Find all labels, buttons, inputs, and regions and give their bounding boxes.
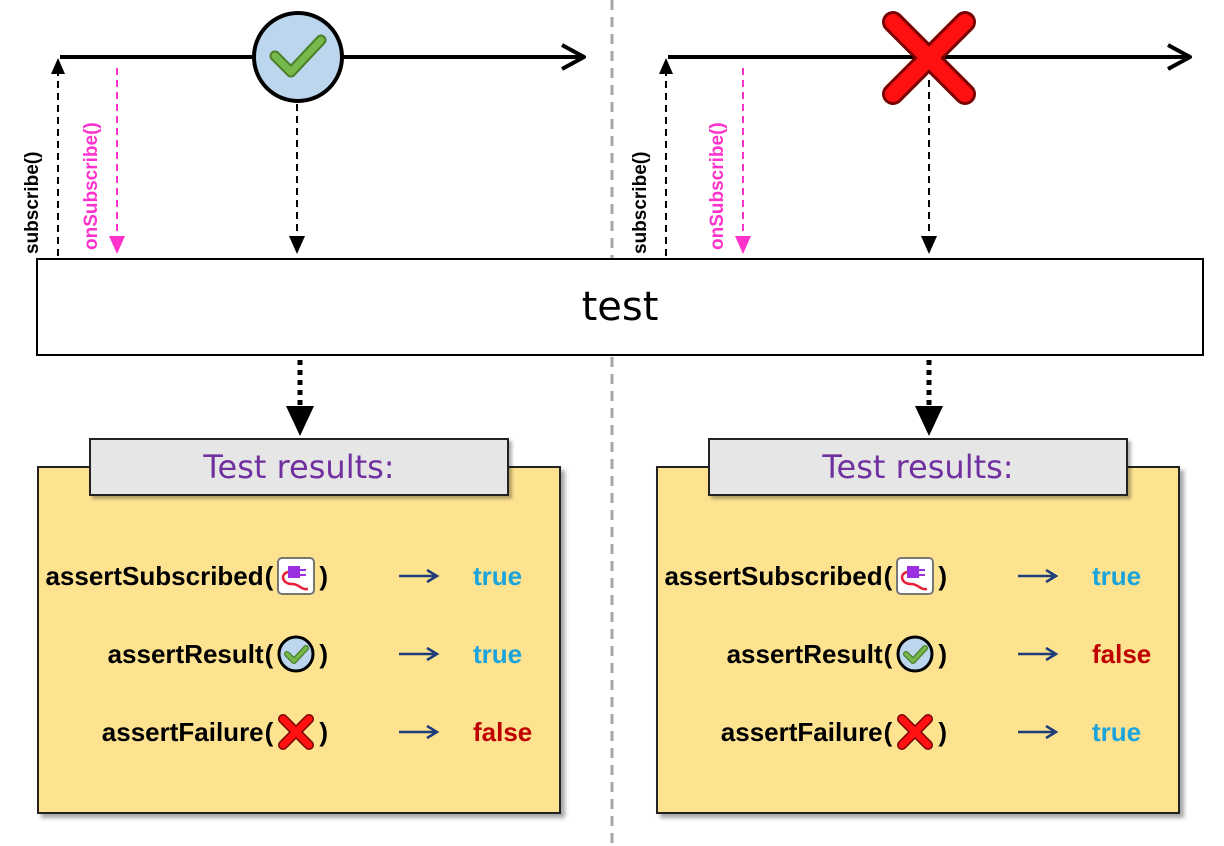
plug-icon <box>277 557 316 595</box>
left-subscribe-arrow <box>51 58 65 256</box>
right-onsubscribe-label: onSubscribe() <box>707 122 728 250</box>
plug-icon <box>896 557 935 595</box>
right-results-panel: Test results: assertSubscribed( ) true a… <box>656 438 1180 814</box>
checkmark-icon <box>896 635 934 673</box>
right-results-title: Test results: <box>708 438 1128 496</box>
result-arrow-icon <box>397 551 441 601</box>
left-row-result: assertResult( ) true <box>39 629 559 679</box>
assert-value: true <box>473 560 523 591</box>
right-failure-event-icon <box>882 11 976 105</box>
left-event-arrow <box>289 104 305 254</box>
assert-fn-name: assertSubscribed <box>45 560 264 591</box>
right-row-result: assertResult( ) false <box>658 629 1178 679</box>
assert-value: true <box>1092 560 1142 591</box>
result-arrow-icon <box>397 629 441 679</box>
checkmark-icon <box>277 635 315 673</box>
test-label: test <box>581 284 659 330</box>
left-subscribe-label: subscribe() <box>22 152 43 254</box>
left-success-event-icon <box>252 11 344 103</box>
right-onsubscribe-arrow <box>735 68 751 254</box>
assert-value: false <box>473 716 533 747</box>
assert-value: true <box>473 638 523 669</box>
assert-fn-name: assertSubscribed <box>664 560 883 591</box>
left-onsubscribe-label: onSubscribe() <box>81 122 102 250</box>
left-result-arrow <box>286 360 314 436</box>
assert-fn-name: assertFailure <box>720 716 883 747</box>
assert-value: false <box>1092 638 1152 669</box>
assert-value: true <box>1092 716 1142 747</box>
test-box: test <box>36 258 1204 356</box>
right-result-arrow <box>915 360 943 436</box>
assert-fn-name: assertFailure <box>101 716 264 747</box>
left-row-failure: assertFailure( ) false <box>39 707 559 757</box>
result-arrow-icon <box>397 707 441 757</box>
result-arrow-icon <box>1016 629 1060 679</box>
left-results-title: Test results: <box>89 438 509 496</box>
assert-fn-name: assertResult <box>107 638 264 669</box>
red-x-icon <box>278 714 315 750</box>
left-results-panel: Test results: assertSubscribed( ) true a… <box>37 438 561 814</box>
red-x-icon <box>897 714 934 750</box>
right-event-arrow <box>921 80 937 254</box>
right-row-failure: assertFailure( ) true <box>658 707 1178 757</box>
left-onsubscribe-arrow <box>109 68 125 254</box>
right-subscribe-arrow <box>659 58 673 256</box>
right-subscribe-label: subscribe() <box>630 152 651 254</box>
left-row-subscribed: assertSubscribed( ) true <box>39 551 559 601</box>
result-arrow-icon <box>1016 551 1060 601</box>
assert-fn-name: assertResult <box>726 638 883 669</box>
right-row-subscribed: assertSubscribed( ) true <box>658 551 1178 601</box>
result-arrow-icon <box>1016 707 1060 757</box>
